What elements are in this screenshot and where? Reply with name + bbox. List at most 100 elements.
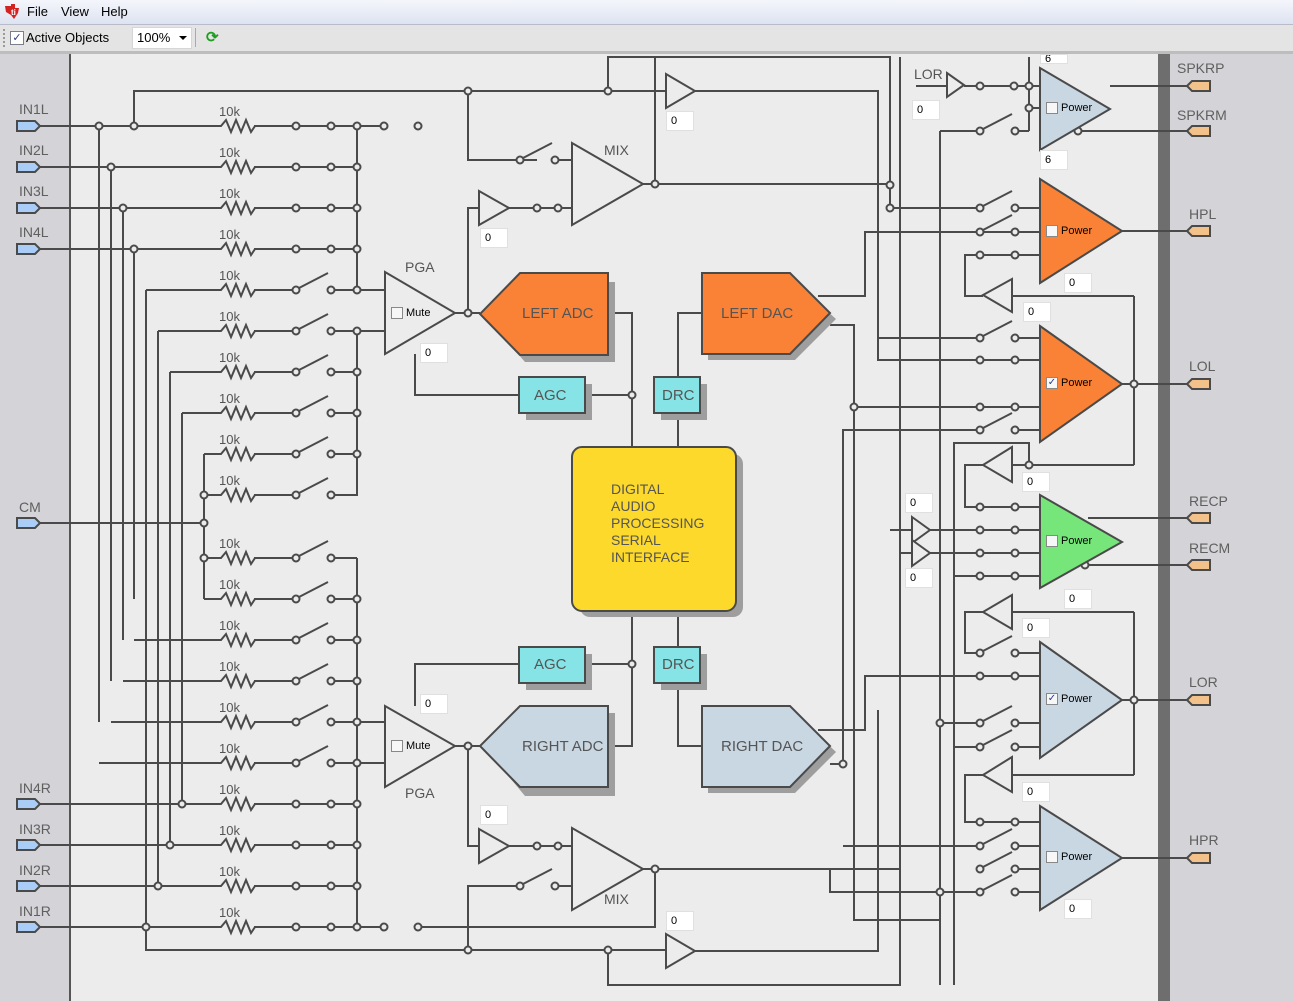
lor-feedback-gain[interactable]: [1022, 782, 1050, 802]
junction-node: [326, 922, 336, 932]
right-pga-gain-input[interactable]: [420, 694, 448, 714]
left-adc-block[interactable]: [478, 272, 609, 356]
top-mix-buffer-gain[interactable]: [480, 228, 508, 248]
toolbar: ✓ Active Objects 100% ⟳: [0, 25, 1293, 54]
dsp-block[interactable]: [571, 446, 737, 612]
spk-gain-top[interactable]: [1040, 54, 1068, 64]
checkbox-box[interactable]: [1046, 851, 1058, 864]
spk-power-checkbox[interactable]: Power: [1046, 102, 1092, 115]
checkbox-box[interactable]: ✓: [1046, 693, 1058, 706]
junction-node: [975, 333, 985, 343]
toolbar-grip[interactable]: [3, 29, 7, 47]
bottom-bypass-gain[interactable]: [666, 911, 694, 931]
right-adc-block[interactable]: [478, 705, 609, 788]
input-pin-in3r[interactable]: [16, 839, 42, 851]
junction-node: [463, 86, 473, 96]
menu-file[interactable]: File: [27, 4, 48, 19]
lol-feedback-gain[interactable]: [1022, 472, 1050, 492]
rec-feedback-gain[interactable]: [1022, 618, 1050, 638]
hpl-feedback-gain[interactable]: [1023, 302, 1051, 322]
switch-lever: [522, 142, 553, 159]
input-pin-in2r[interactable]: [16, 880, 42, 892]
output-pin-spkrm[interactable]: [1185, 125, 1211, 137]
right-pga-label: PGA: [405, 785, 435, 801]
resistor-10k: [218, 363, 257, 381]
menu-view[interactable]: View: [61, 4, 89, 19]
left-agc-block[interactable]: [518, 376, 586, 414]
lol-amp[interactable]: [1039, 324, 1124, 444]
dsp-label: DIGITAL AUDIO PROCESSING SERIAL INTERFAC…: [611, 481, 704, 566]
output-pin-recp[interactable]: [1185, 512, 1211, 524]
menu-help[interactable]: Help: [101, 4, 128, 19]
checkbox-box[interactable]: [1046, 535, 1058, 548]
right-agc-block[interactable]: [518, 646, 586, 684]
junction-node: [106, 162, 116, 172]
rec-amp[interactable]: [1039, 493, 1125, 590]
bottom-mix-buffer-gain[interactable]: [480, 805, 508, 825]
refresh-icon[interactable]: ⟳: [206, 29, 219, 46]
hpl-power-checkbox[interactable]: Power: [1046, 225, 1092, 238]
wires: [40, 56, 1195, 986]
resistor-label: 10k: [219, 391, 240, 406]
input-pin-in4l[interactable]: [16, 243, 42, 255]
junction-node: [975, 718, 985, 728]
input-pin-in1l[interactable]: [16, 120, 42, 132]
checkbox-box[interactable]: [1046, 225, 1058, 238]
hpr-gain[interactable]: [1064, 899, 1092, 919]
zoom-select[interactable]: 100%: [132, 27, 192, 49]
top-bypass-gain[interactable]: [666, 111, 694, 131]
lor-power-checkbox[interactable]: ✓Power: [1046, 693, 1092, 706]
switch-lever: [982, 729, 1013, 746]
junction-node: [975, 425, 985, 435]
switch-lever: [982, 113, 1013, 130]
input-pin-in1r[interactable]: [16, 921, 42, 933]
hpr-amp[interactable]: [1039, 804, 1124, 912]
output-pin-lol[interactable]: [1185, 378, 1211, 390]
left-drc-block[interactable]: [653, 376, 701, 414]
lol-power-checkbox[interactable]: ✓Power: [1046, 377, 1092, 390]
left-pga-gain-input[interactable]: [420, 343, 448, 363]
output-pin-recm[interactable]: [1185, 559, 1211, 571]
input-pin-cm[interactable]: [16, 517, 42, 529]
bottom-bypass-buffer: [665, 932, 697, 970]
checkbox-box[interactable]: [391, 307, 403, 320]
hpl-gain[interactable]: [1064, 273, 1092, 293]
right-pga-mute-checkbox[interactable]: Mute: [391, 740, 430, 753]
output-pin-hpr[interactable]: [1185, 852, 1211, 864]
rec-power-checkbox[interactable]: Power: [1046, 535, 1092, 548]
left-dac-block[interactable]: [701, 272, 832, 355]
junction-node: [1129, 379, 1139, 389]
spk-gain-bottom[interactable]: [1040, 150, 1068, 170]
right-dac-block[interactable]: [701, 705, 832, 788]
lor-feed-gain[interactable]: [912, 100, 940, 120]
output-pin-spkrp[interactable]: [1185, 80, 1211, 92]
right-drc-block[interactable]: [653, 646, 701, 684]
input-pin-in4r[interactable]: [16, 798, 42, 810]
output-pin-hpl[interactable]: [1185, 225, 1211, 237]
active-objects-checkbox[interactable]: ✓: [10, 31, 24, 45]
checkbox-box[interactable]: ✓: [1046, 377, 1058, 390]
rec-in-gain-top[interactable]: [905, 493, 933, 513]
hpl-amp[interactable]: [1039, 177, 1124, 285]
junction-node: [975, 841, 985, 851]
junction-node: [326, 553, 336, 563]
hpr-power-checkbox[interactable]: Power: [1046, 851, 1092, 864]
pin-label-in3l: IN3L: [19, 183, 49, 199]
junction-node: [975, 227, 985, 237]
pin-label-in3r: IN3R: [19, 821, 51, 837]
rec-in-gain-bottom[interactable]: [905, 568, 933, 588]
rec-gain[interactable]: [1064, 589, 1092, 609]
input-pin-in3l[interactable]: [16, 202, 42, 214]
junction-node: [326, 244, 336, 254]
input-pin-in2l[interactable]: [16, 161, 42, 173]
junction-node: [413, 922, 423, 932]
left-pga-mute-checkbox[interactable]: Mute: [391, 307, 430, 320]
lor-amp[interactable]: [1039, 640, 1124, 760]
checkbox-box[interactable]: [391, 740, 403, 753]
output-pin-lor[interactable]: [1185, 694, 1211, 706]
spk-amp[interactable]: [1039, 66, 1112, 152]
switch-lever: [982, 320, 1013, 337]
checkbox-box[interactable]: [1046, 102, 1058, 115]
wire: [608, 611, 633, 747]
junction-node: [1024, 81, 1034, 91]
